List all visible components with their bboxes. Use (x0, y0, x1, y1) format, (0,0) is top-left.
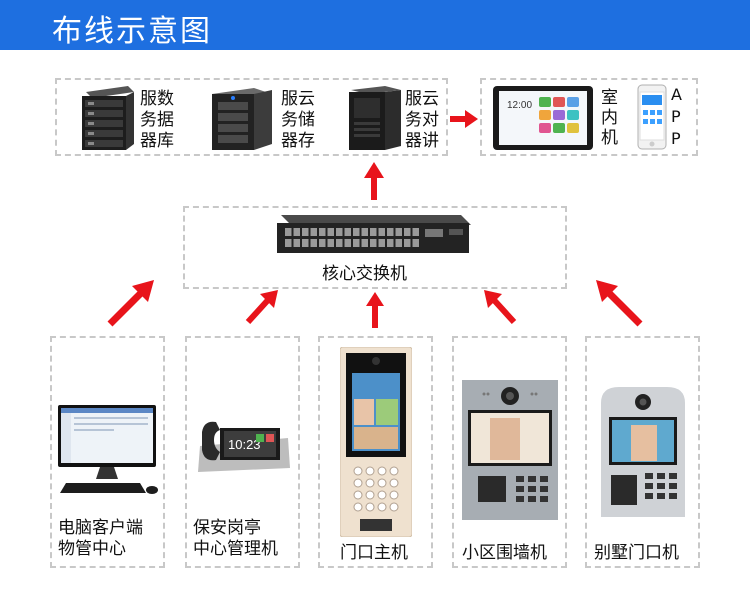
label-line: 室 (601, 88, 618, 108)
switch-label: 核心交换机 (322, 264, 407, 284)
pc-label: 电脑客户端 物管中心 (58, 518, 143, 560)
villa-station-icon (601, 387, 685, 517)
page-title: 布线示意图 (52, 14, 212, 49)
arrow-upright-icon (245, 290, 278, 325)
intercom-server-icon (349, 86, 401, 150)
villa-label: 别墅门口机 (594, 543, 679, 563)
label-line: 机 (601, 128, 618, 148)
label-line: 器存 (281, 131, 315, 151)
indoor-label: 室 内 机 (601, 88, 618, 148)
door-station-icon (340, 347, 412, 537)
header-bar: 布线示意图 (0, 0, 750, 50)
database-server-label: 服数 务据 器库 (140, 89, 174, 152)
label-line: 服云 (281, 89, 315, 109)
database-server-icon (82, 86, 134, 150)
label-line: 中心管理机 (193, 539, 278, 559)
indoor-monitor-icon (493, 86, 593, 150)
label-line: 服云 (405, 89, 439, 109)
label-line: 务据 (140, 110, 174, 130)
guard-station-phone-icon: 10:23 (198, 421, 290, 472)
storage-server-label: 服云 务储 器存 (281, 89, 315, 152)
arrow-upright-icon (107, 280, 154, 327)
intercom-server-label: 服云 务对 器讲 (405, 89, 439, 152)
arrow-upleft-icon (484, 290, 517, 325)
wall-label: 小区围墙机 (462, 543, 547, 563)
door-label: 门口主机 (340, 543, 408, 563)
arrow-up-icon (366, 292, 384, 328)
label-line: 内 (601, 108, 618, 128)
label-line: 器库 (140, 131, 174, 151)
indoor-time-readout: 12:00 (507, 100, 533, 111)
label-line: 器讲 (405, 131, 439, 151)
phone-app-icon (637, 84, 667, 150)
label-line: 服数 (140, 89, 174, 109)
arrow-upleft-icon (596, 280, 643, 327)
svg-text:10:23: 10:23 (228, 437, 261, 452)
desktop-computer-icon (58, 405, 158, 494)
label-line: 务对 (405, 110, 439, 130)
label-line: P (671, 129, 681, 148)
label-line: 保安岗亭 (193, 518, 261, 538)
label-line: A (671, 85, 682, 104)
label-line: P (671, 107, 681, 126)
app-label: A P P (671, 84, 682, 150)
label-line: 电脑客户端 (58, 518, 143, 538)
network-switch-icon (277, 215, 471, 253)
wall-station-icon (462, 380, 558, 520)
label-line: 务储 (281, 110, 315, 130)
label-line: 物管中心 (58, 539, 126, 559)
arrow-up-icon (364, 162, 384, 200)
storage-server-icon (212, 88, 272, 150)
arrow-right-icon (450, 110, 478, 128)
guard-label: 保安岗亭 中心管理机 (193, 518, 278, 560)
